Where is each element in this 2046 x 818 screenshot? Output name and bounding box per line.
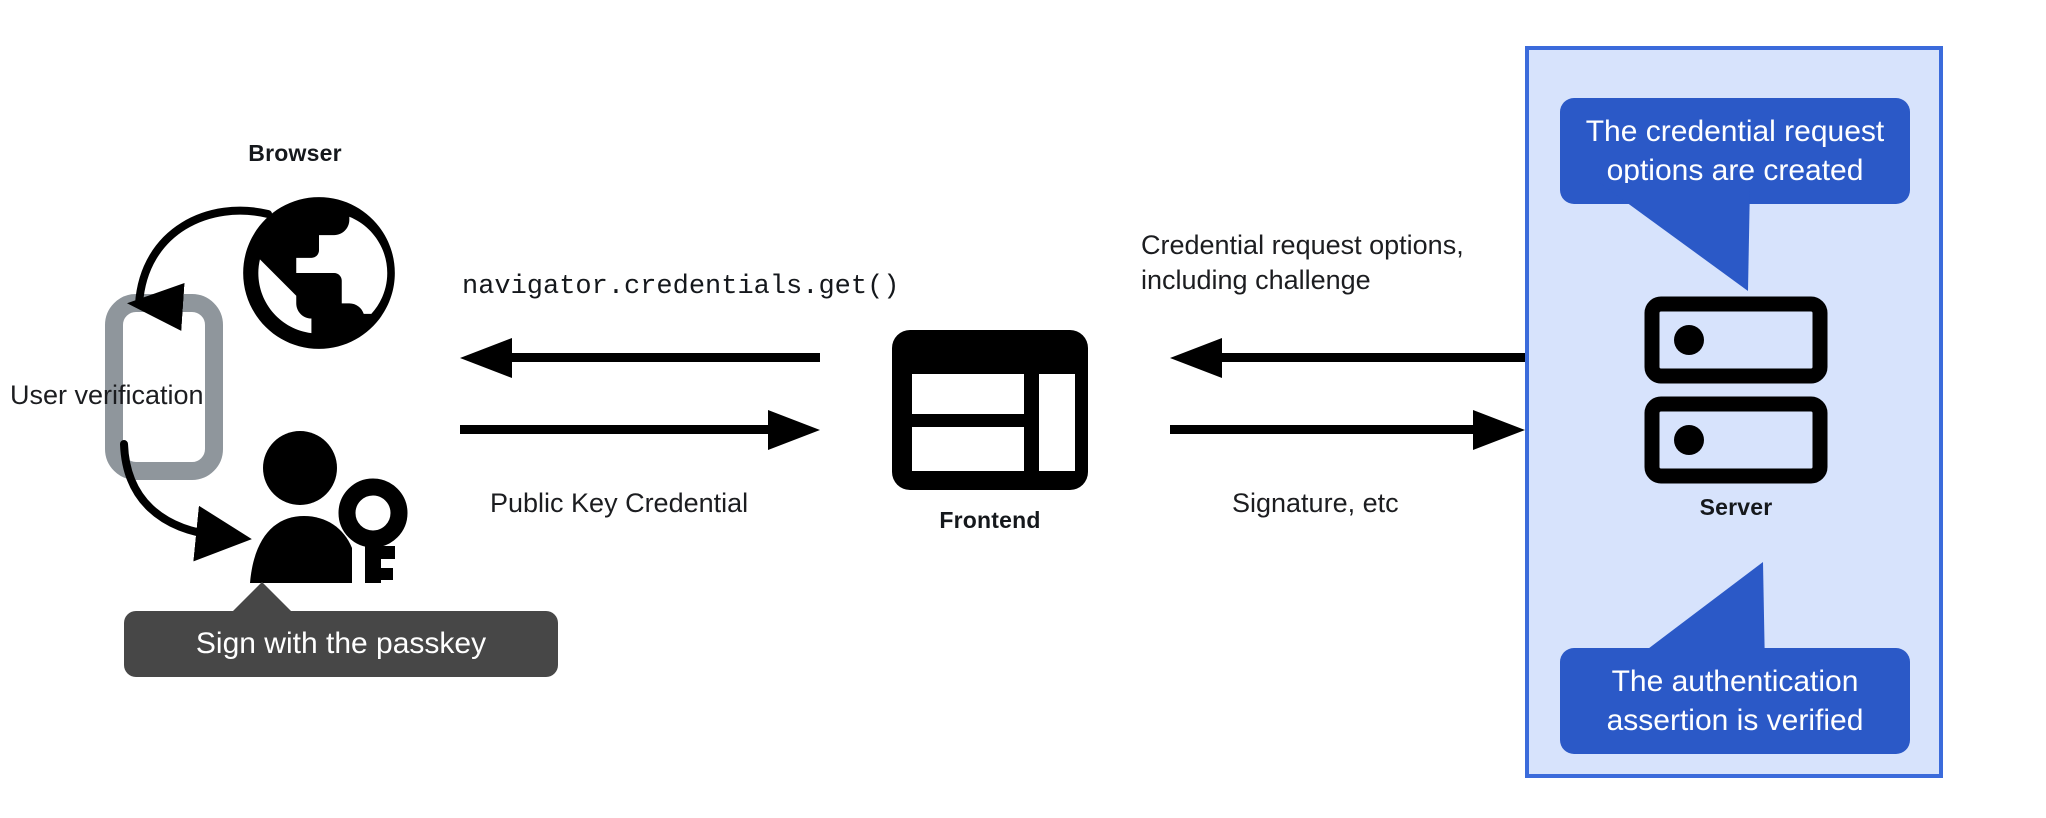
globe-icon xyxy=(243,197,395,349)
callout-authentication-assertion-bubble: The authentication assertion is verified xyxy=(1560,648,1910,754)
credential-request-options-line-2: including challenge xyxy=(1141,264,1371,295)
arrow-frontend-to-server-icon xyxy=(1170,410,1525,450)
server-rack-icon xyxy=(1644,296,1828,484)
callout-line-2: options are created xyxy=(1606,154,1864,187)
public-key-credential-label: Public Key Credential xyxy=(490,488,749,518)
credential-request-options-line-1: Credential request options, xyxy=(1141,230,1464,260)
arrow-frontend-to-browser-icon xyxy=(460,338,820,378)
passkey-tooltip: Sign with the passkey xyxy=(124,611,558,677)
arrow-server-to-frontend-icon xyxy=(1170,338,1525,378)
person-with-key-icon xyxy=(250,431,408,583)
browser-label: Browser xyxy=(248,140,342,166)
callout-line-1: The credential request xyxy=(1585,115,1885,148)
arrow-phone-to-user-icon xyxy=(120,440,252,562)
server-label: Server xyxy=(1699,494,1773,520)
webpage-layout-icon xyxy=(892,330,1088,490)
callout-authentication-assertion: The authentication assertion is verified xyxy=(1560,648,1910,754)
navigator-credentials-get-label: navigator.credentials.get() xyxy=(462,272,900,302)
callout-top-tail-icon xyxy=(1600,183,1750,291)
passkey-tooltip-tail-icon xyxy=(228,582,296,616)
callout-line-2: assertion is verified xyxy=(1606,704,1864,737)
frontend-label: Frontend xyxy=(939,507,1041,533)
signature-etc-label: Signature, etc xyxy=(1232,488,1399,518)
callout-bottom-tail-icon xyxy=(1620,562,1765,670)
callout-line-1: The authentication xyxy=(1611,665,1859,698)
arrow-browser-to-frontend-icon xyxy=(460,410,820,450)
user-verification-label: User verification xyxy=(10,380,204,410)
credential-request-options-label: Credential request options, including ch… xyxy=(1141,228,1464,297)
arrow-browser-to-phone-icon xyxy=(127,206,272,331)
